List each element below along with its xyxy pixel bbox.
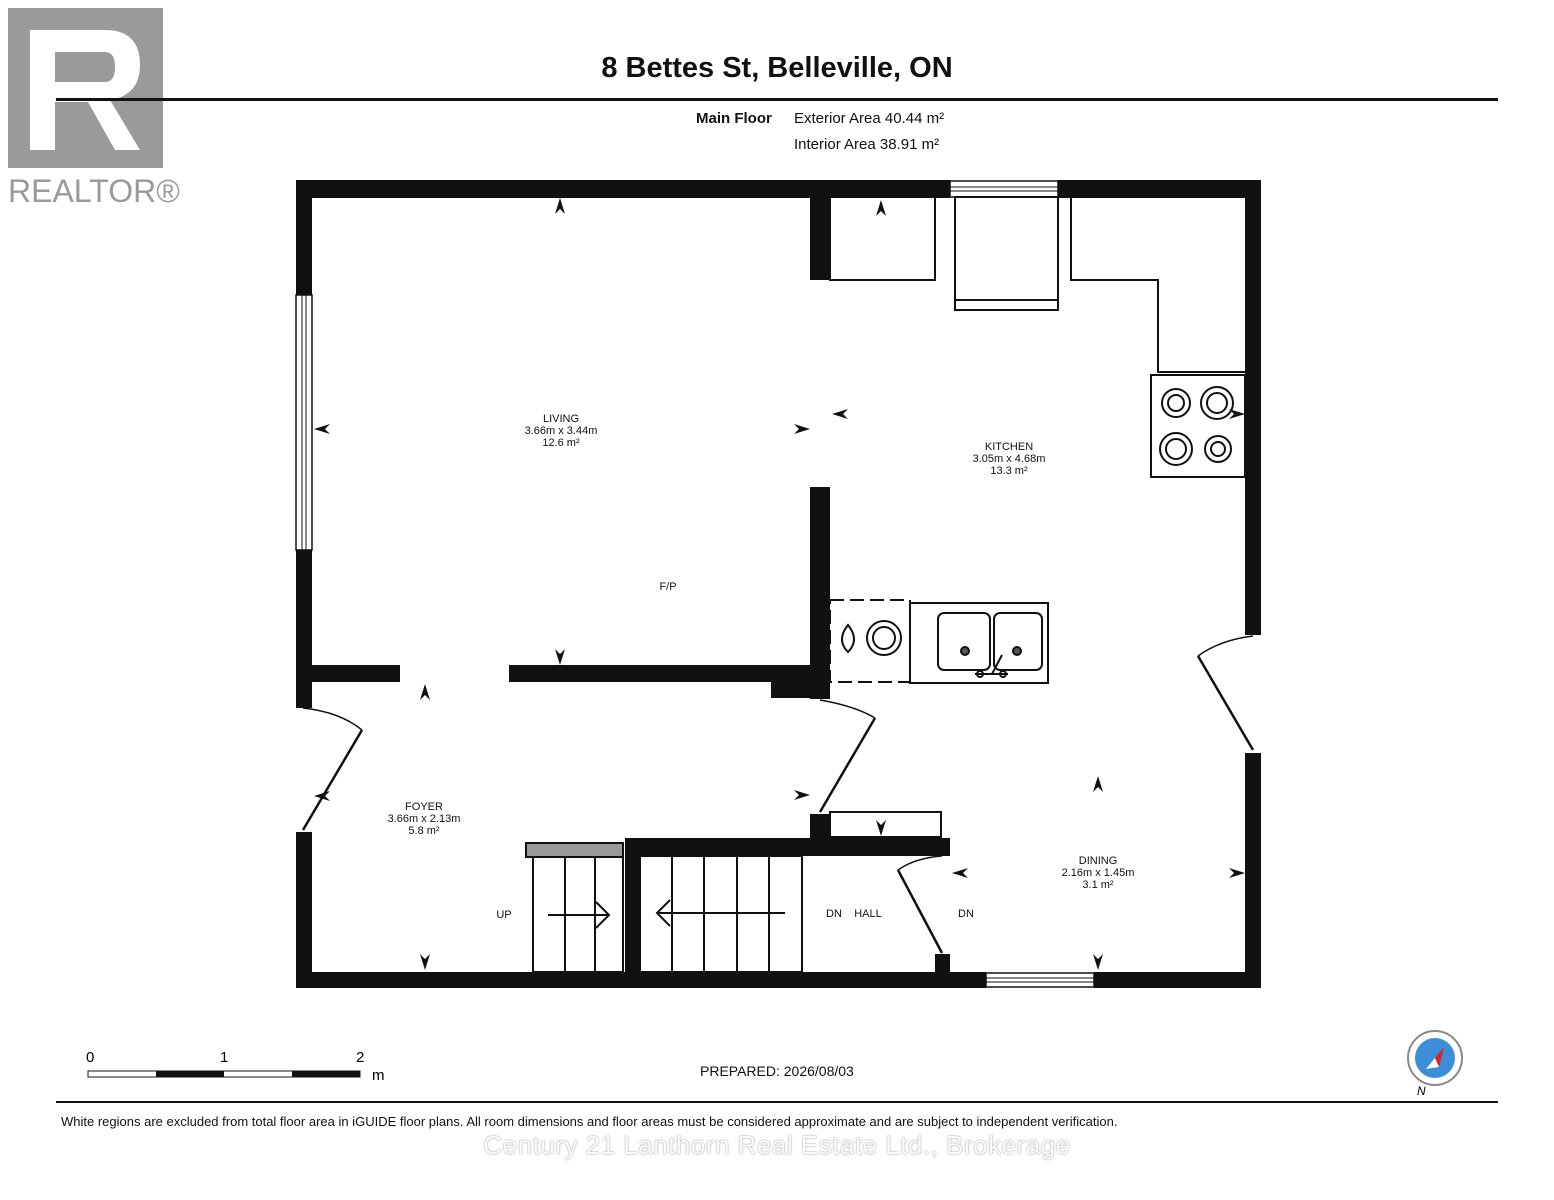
dn-label-1: DN bbox=[826, 908, 842, 920]
scale-tick-1: 1 bbox=[220, 1049, 228, 1066]
stairs bbox=[525, 842, 803, 973]
stove-icon bbox=[1150, 374, 1246, 478]
interior-area: Interior Area 38.91 m² bbox=[794, 136, 940, 153]
prepared-date: PREPARED: 2026/08/03 bbox=[700, 1063, 854, 1079]
realtor-logo-text: REALTOR® bbox=[8, 173, 180, 209]
living-area: 12.6 m² bbox=[542, 437, 580, 449]
foyer-name: FOYER bbox=[405, 801, 443, 813]
kitchen-dims: 3.05m x 4.68m bbox=[973, 453, 1046, 465]
sink-icon bbox=[909, 602, 1049, 684]
realtor-logo: REALTOR® bbox=[8, 8, 180, 209]
kitchen-name: KITCHEN bbox=[985, 441, 1033, 453]
laundry-icon bbox=[829, 599, 911, 683]
up-label: UP bbox=[496, 909, 511, 921]
exterior-area: Exterior Area 40.44 m² bbox=[794, 110, 945, 127]
dimension-arrows bbox=[314, 198, 1245, 970]
scale-unit: m bbox=[372, 1067, 385, 1084]
kitchen-area: 13.3 m² bbox=[990, 465, 1028, 477]
foyer-area: 5.8 m² bbox=[408, 825, 440, 837]
hall-label: HALL bbox=[854, 908, 882, 920]
disclaimer: White regions are excluded from total fl… bbox=[61, 1114, 1118, 1129]
brokerage-watermark: Century 21 Lanthorn Real Estate Ltd., Br… bbox=[483, 1130, 1071, 1160]
scale-bar: 0 1 2 m bbox=[86, 1049, 385, 1084]
page-title: 8 Bettes St, Belleville, ON bbox=[601, 52, 953, 84]
living-dims: 3.66m x 3.44m bbox=[525, 425, 598, 437]
dn-label-2: DN bbox=[958, 908, 974, 920]
floor-plan: LIVING 3.66m x 3.44m 12.6 m² KITCHEN 3.0… bbox=[295, 180, 1261, 988]
footer-divider bbox=[56, 1101, 1498, 1103]
dining-area: 3.1 m² bbox=[1082, 879, 1114, 891]
counters bbox=[829, 196, 1245, 838]
compass-icon: N bbox=[1407, 1030, 1463, 1098]
floor-label: Main Floor bbox=[696, 110, 772, 127]
dining-name: DINING bbox=[1079, 855, 1118, 867]
compass-north: N bbox=[1417, 1084, 1426, 1098]
doors bbox=[301, 635, 1255, 954]
scale-tick-0: 0 bbox=[86, 1049, 94, 1066]
fireplace-label: F/P bbox=[659, 581, 676, 593]
scale-tick-2: 2 bbox=[356, 1049, 364, 1066]
living-name: LIVING bbox=[543, 413, 579, 425]
dining-dims: 2.16m x 1.45m bbox=[1062, 867, 1135, 879]
foyer-dims: 3.66m x 2.13m bbox=[388, 813, 461, 825]
walls bbox=[295, 180, 1261, 988]
header-divider bbox=[56, 98, 1498, 101]
